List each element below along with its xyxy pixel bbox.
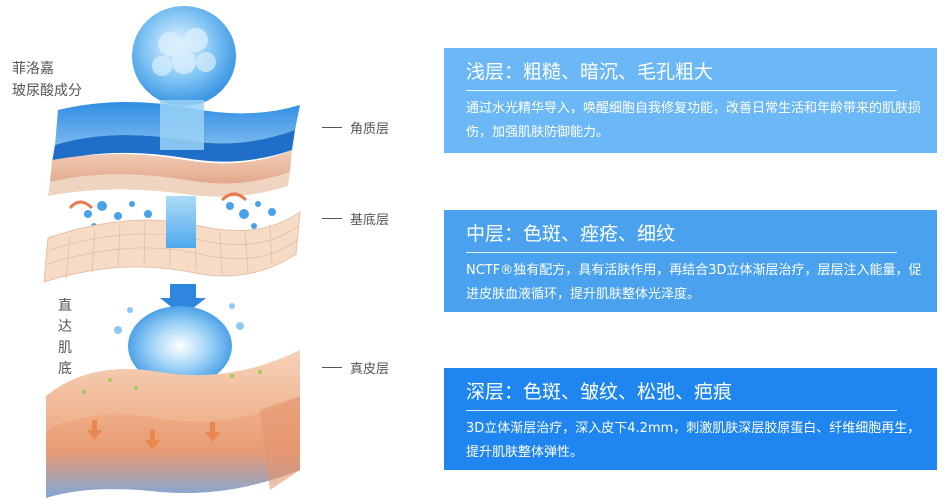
card-body: 3D立体渐层治疗，深入皮下4.2mm，刺激肌肤深层胶原蛋白、纤维细胞再生，提升肌…: [466, 421, 921, 460]
card-body: NCTF®独有配方，具有活肤作用，再结合3D立体渐层治疗，层层注入能量，促进皮肤…: [466, 263, 922, 302]
leader-line: [322, 218, 342, 219]
leader-line: [322, 367, 342, 368]
water-splash: [114, 303, 244, 386]
flow-arrow-right: [220, 192, 248, 202]
layer-label-basal: 基底层: [322, 209, 389, 228]
ingredient-label-line2: 玻尿酸成分: [12, 83, 82, 99]
vertical-char: 达: [58, 319, 72, 335]
layer-label-stratum-corneum: 角质层: [322, 118, 389, 137]
card-shallow-layer: 浅层：粗糙、暗沉、毛孔粗大 通过水光精华导入，唤醒细胞自我修复功能，改善日常生活…: [444, 48, 937, 153]
layer-label-text: 真皮层: [350, 362, 390, 377]
ingredient-label: 菲洛嘉 玻尿酸成分: [12, 58, 82, 102]
vertical-char: 肌: [58, 340, 72, 356]
flow-arrow-left: [68, 200, 94, 210]
stratum-corneum-layer: [52, 100, 300, 162]
down-arrow-icon: [160, 284, 206, 316]
card-middle-layer: 中层：色斑、痤疮、细纹 NCTF®独有配方，具有活肤作用，再结合3D立体渐层治疗…: [444, 210, 937, 312]
skin-diagram: [43, 6, 301, 498]
hyaluronic-droplet: [132, 6, 236, 106]
card-deep-layer: 深层：色斑、皱纹、松弛、疤痕 3D立体渐层治疗，深入皮下4.2mm，刺激肌肤深层…: [444, 368, 937, 470]
card-body: 通过水光精华导入，唤醒细胞自我修复功能，改善日常生活和年龄带来的肌肤损伤，加强肌…: [466, 101, 922, 140]
layer-label-text: 角质层: [350, 122, 390, 137]
card-title: 深层：色斑、皱纹、松弛、疤痕: [466, 378, 897, 411]
bubbles: [84, 201, 276, 233]
vertical-char: 底: [58, 361, 72, 377]
skin-layers-illustration: 菲洛嘉 玻尿酸成分 直 达 肌 底 角质层 基底层 真皮层: [0, 0, 420, 498]
card-title: 浅层：粗糙、暗沉、毛孔粗大: [466, 58, 897, 91]
layer-label-dermis: 真皮层: [322, 358, 389, 377]
dermis-layer: [46, 350, 300, 498]
basal-layer: [43, 196, 301, 283]
leader-line: [322, 127, 342, 128]
card-title: 中层：色斑、痤疮、细纹: [466, 220, 897, 253]
vertical-char: 直: [58, 298, 72, 314]
layer-label-text: 基底层: [350, 213, 390, 228]
epidermis-bands: [48, 150, 292, 197]
vertical-label: 直 达 肌 底: [55, 296, 75, 380]
ingredient-label-line1: 菲洛嘉: [12, 61, 54, 77]
